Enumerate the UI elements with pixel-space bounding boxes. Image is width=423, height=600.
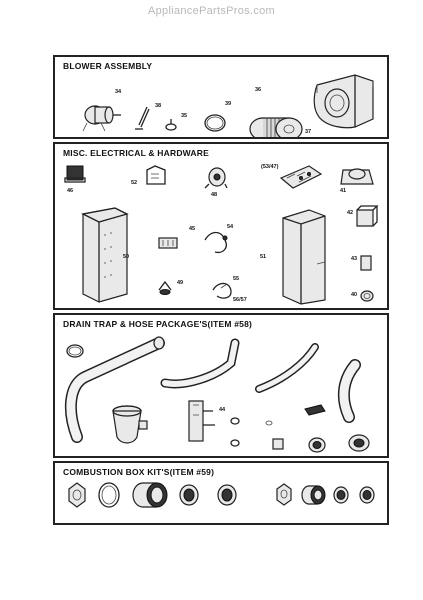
hose-coupling-part <box>230 417 284 450</box>
wire-lead-part <box>212 282 232 299</box>
hose-clamp-part <box>66 344 84 358</box>
junction-box-part <box>356 205 379 227</box>
part-number-51: 51 <box>260 254 267 260</box>
part-number-53-47: (53/47) <box>261 164 279 170</box>
blower-housing-part <box>313 74 374 129</box>
drain-hose-elbow-part <box>337 359 361 423</box>
part-number-38: 38 <box>155 103 162 109</box>
combustion-box-kit-panel: COMBUSTION BOX KIT'S(ITEM #59) <box>53 461 389 525</box>
hole-plug-part <box>360 290 374 302</box>
clip-part <box>165 119 177 131</box>
part-number-54: 54 <box>227 224 234 230</box>
control-board-part <box>279 165 323 189</box>
part-number-37: 37 <box>305 129 312 135</box>
relay-bracket-part <box>146 165 166 185</box>
part-number-42: 42 <box>347 210 354 216</box>
grommet-part <box>158 280 172 295</box>
wire-harness-part <box>204 231 228 254</box>
drain-parts-drawing <box>64 336 370 453</box>
drain-hose-short-part <box>255 343 319 393</box>
part-number-50: 50 <box>123 254 130 260</box>
part-number-36: 36 <box>255 87 262 93</box>
part-number-40: 40 <box>351 292 358 298</box>
part-number-45: 45 <box>189 226 196 232</box>
misc-electrical-hardware-title: MISC. ELECTRICAL & HARDWARE <box>63 148 209 158</box>
drain-trap-hose-panel: DRAIN TRAP & HOSE PACKAGE'S(ITEM #58) <box>53 313 389 458</box>
blower-parts-drawing <box>82 74 374 137</box>
part-number-35: 35 <box>181 113 188 119</box>
misc-electrical-hardware-panel: MISC. ELECTRICAL & HARDWARE <box>53 142 389 310</box>
drain-grommets-part <box>308 434 370 453</box>
blower-assembly-panel: BLOWER ASSEMBLY <box>53 55 389 139</box>
part-number-48: 48 <box>211 192 218 198</box>
part-number-41: 41 <box>340 188 347 194</box>
part-number-43: 43 <box>351 256 358 262</box>
part-number-52: 52 <box>131 180 138 186</box>
wire-connector-part <box>158 237 178 249</box>
part-number-56-57: 56/57 <box>233 297 247 303</box>
part-number-49: 49 <box>177 280 184 286</box>
transformer-part <box>64 165 86 183</box>
combustion-box-kit-title: COMBUSTION BOX KIT'S(ITEM #59) <box>63 467 215 477</box>
blower-assembly-title: BLOWER ASSEMBLY <box>63 61 153 71</box>
motor-bracket-part <box>135 106 150 130</box>
side-panel-part <box>282 209 326 305</box>
drain-fitting-part <box>188 400 215 442</box>
drain-hose-long-part <box>64 336 165 443</box>
part-number-39: 39 <box>225 101 232 107</box>
part-number-46: 46 <box>67 188 74 194</box>
blower-motor-part <box>82 105 121 132</box>
cabinet-panel-part <box>80 207 129 303</box>
electrical-parts-drawing <box>64 165 379 305</box>
pressure-switch-part <box>204 167 228 189</box>
part-number-55: 55 <box>233 276 240 282</box>
switch-cover-part <box>360 255 372 271</box>
foam-pad-part <box>304 404 326 416</box>
drain-hose-curved-part <box>160 338 240 389</box>
part-number-34: 34 <box>115 89 122 95</box>
watermark: AppliancePartsPros.com <box>147 5 276 17</box>
drain-trap-part <box>112 405 148 444</box>
part-number-44: 44 <box>219 407 226 413</box>
combustion-fittings-part <box>68 482 375 508</box>
combustion-parts-drawing <box>68 482 375 508</box>
drain-trap-hose-title: DRAIN TRAP & HOSE PACKAGE'S(ITEM #58) <box>63 319 253 329</box>
inducer-part <box>340 168 374 185</box>
motor-band-part <box>204 114 226 132</box>
blower-wheel-part <box>249 117 303 137</box>
